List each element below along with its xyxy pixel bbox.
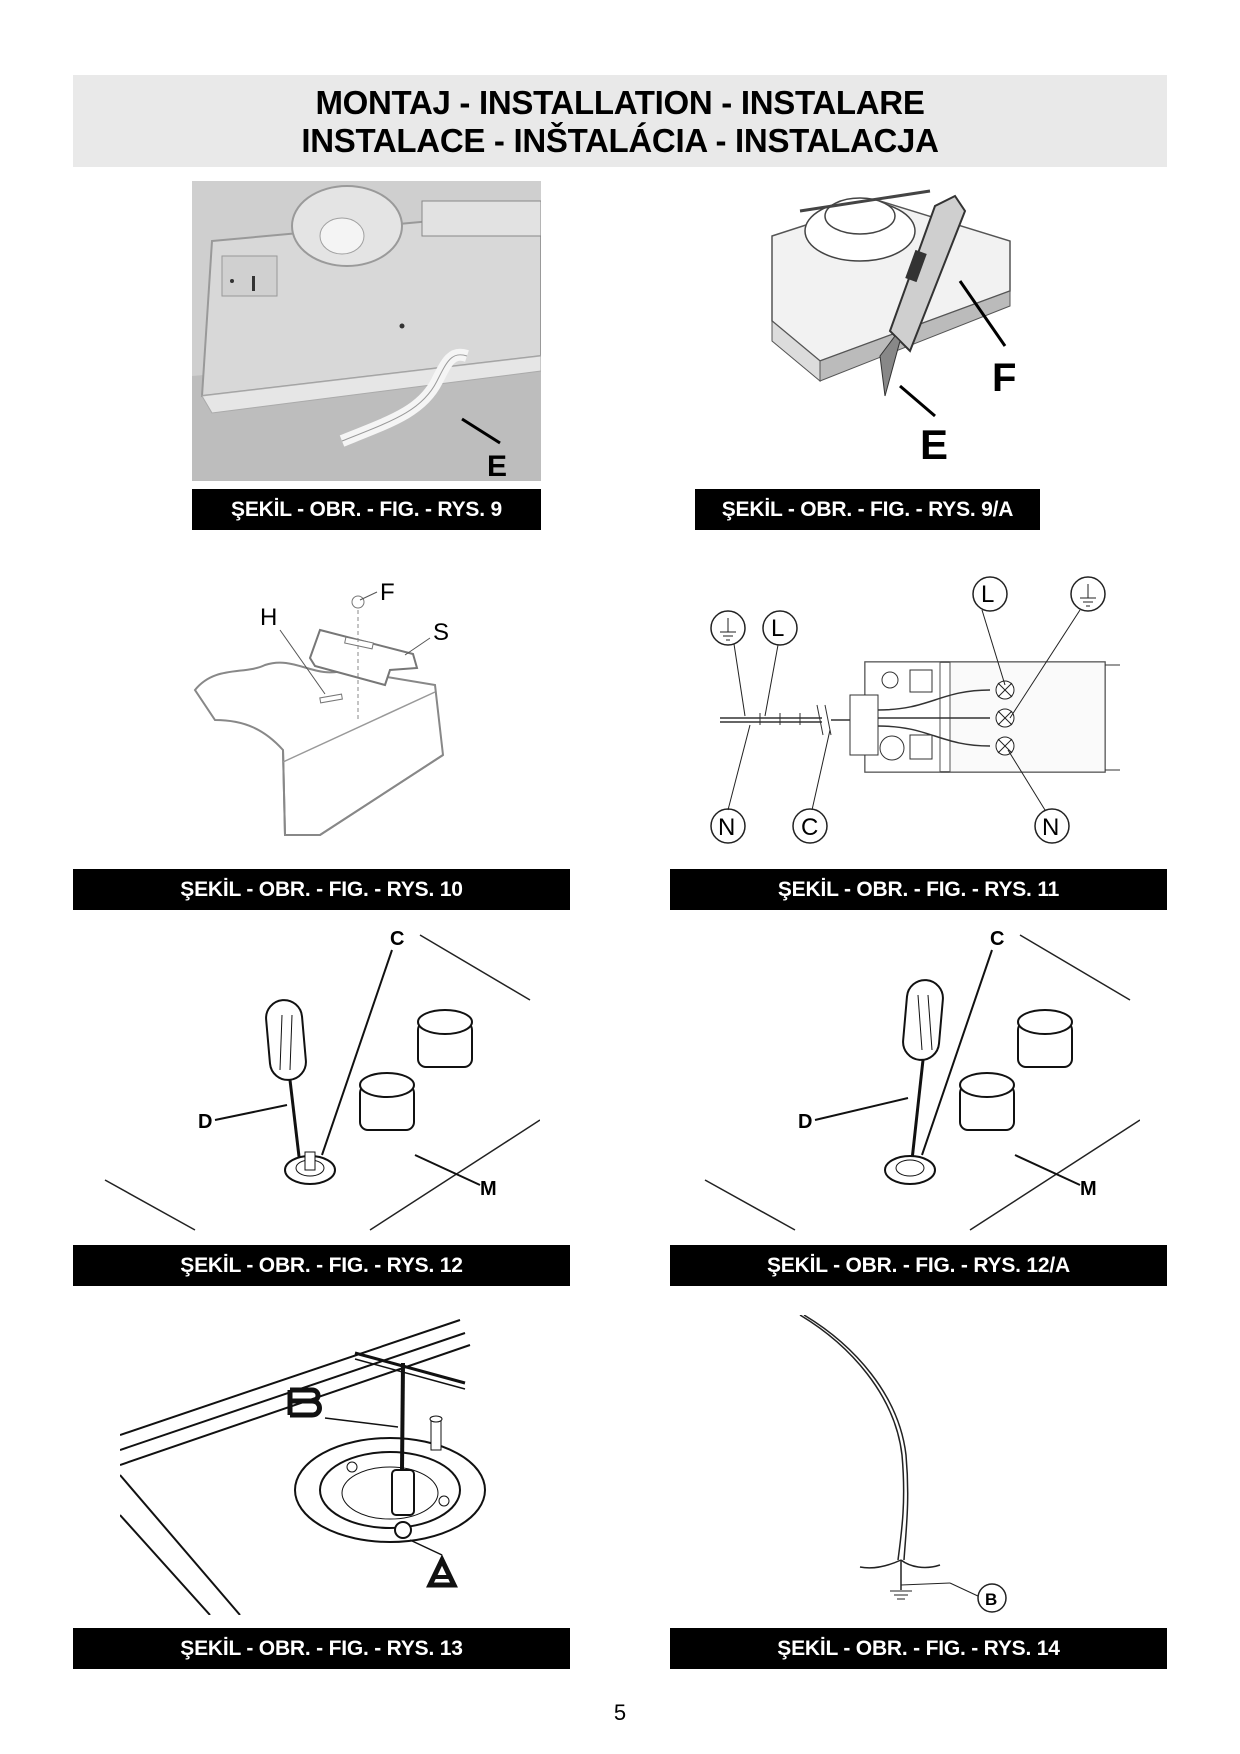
label-m: M (1080, 1178, 1097, 1200)
label-m: M (480, 1178, 497, 1200)
figure-10-drawing: F H S (185, 570, 485, 850)
label-l-right: L (981, 581, 994, 608)
label-f: F (992, 356, 1016, 400)
caption-fig-12: ŞEKİL - OBR. - FIG. - RYS. 12 (73, 1245, 570, 1286)
label-b: B (288, 1389, 311, 1425)
section-header: MONTAJ - INSTALLATION - INSTALARE INSTAL… (73, 75, 1167, 167)
label-n-right: N (1042, 814, 1059, 841)
caption-fig-10: ŞEKİL - OBR. - FIG. - RYS. 10 (73, 869, 570, 910)
label-f: F (380, 579, 395, 606)
figure-14-drawing: B (790, 1314, 1050, 1615)
label-h: H (260, 604, 277, 631)
label-l-left: L (771, 615, 784, 642)
figure-13-drawing: B A (119, 1315, 540, 1616)
caption-fig-12a: ŞEKİL - OBR. - FIG. - RYS. 12/A (670, 1245, 1167, 1286)
label-e: E (487, 450, 507, 481)
caption-fig-13: ŞEKİL - OBR. - FIG. - RYS. 13 (73, 1628, 570, 1669)
label-a: A (428, 1558, 451, 1594)
label-e: E (920, 421, 948, 468)
label-s: S (433, 619, 449, 646)
label-c: C (990, 930, 1004, 950)
figure-12a-drawing: C D M (700, 928, 1141, 1240)
caption-fig-14: ŞEKİL - OBR. - FIG. - RYS. 14 (670, 1628, 1167, 1669)
figure-12-drawing: C D M (100, 928, 541, 1240)
header-title-line1: MONTAJ - INSTALLATION - INSTALARE (315, 84, 925, 121)
label-d: D (798, 1111, 812, 1133)
figure-9a-drawing: F E (760, 181, 1060, 471)
label-c: C (801, 814, 818, 841)
figure-9-photo: E (192, 181, 542, 483)
label-b: B (985, 1590, 997, 1609)
header-title-line2: INSTALACE - INŠTALÁCIA - INSTALACJA (301, 122, 939, 159)
label-n-left: N (718, 814, 735, 841)
caption-fig-9a: ŞEKİL - OBR. - FIG. - RYS. 9/A (695, 489, 1040, 530)
figure-11-wiring: L L N C N (700, 570, 1120, 855)
label-d: D (198, 1111, 212, 1133)
caption-fig-11: ŞEKİL - OBR. - FIG. - RYS. 11 (670, 869, 1167, 910)
page-number: 5 (613, 1700, 627, 1725)
label-c: C (390, 930, 404, 950)
caption-fig-9: ŞEKİL - OBR. - FIG. - RYS. 9 (192, 489, 541, 530)
